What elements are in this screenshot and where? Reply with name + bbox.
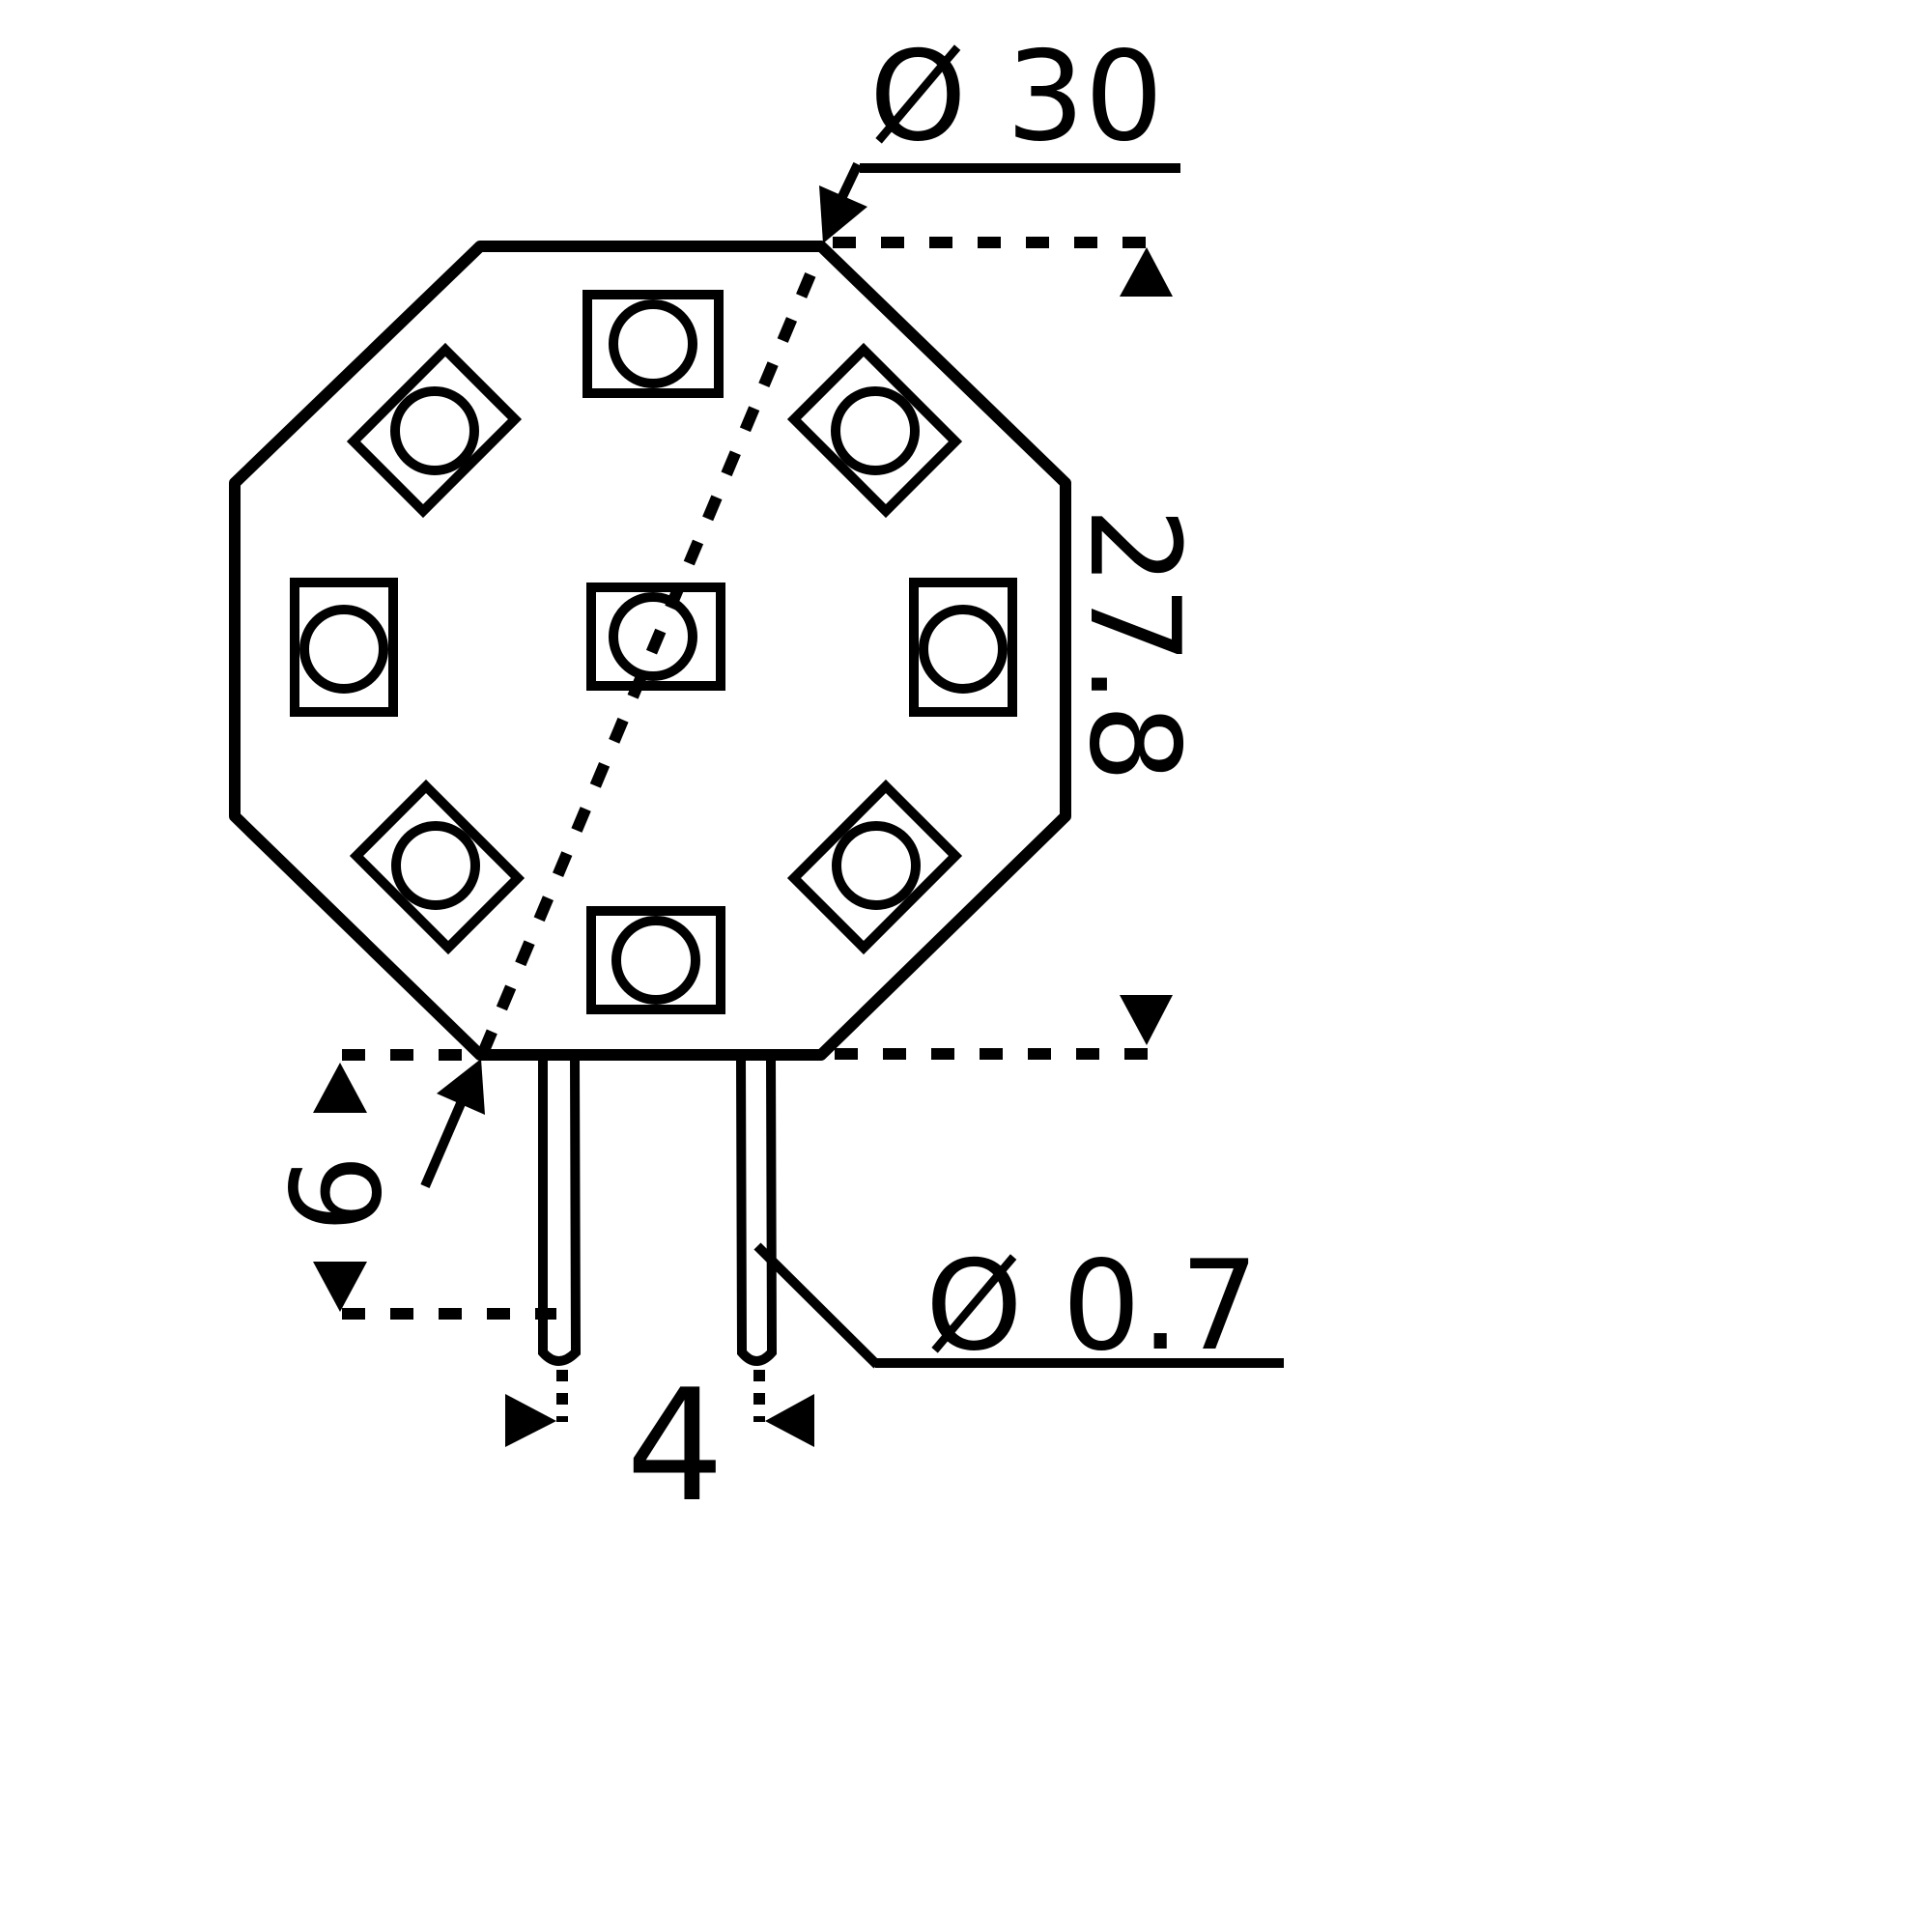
arrowhead-up bbox=[1120, 247, 1173, 297]
outer-diameter-label: Ø 30 bbox=[869, 25, 1163, 169]
octagon-board-outline bbox=[229, 241, 1071, 1061]
arrowhead-down bbox=[1120, 995, 1173, 1045]
led-top-right bbox=[786, 342, 963, 519]
arrowhead-left bbox=[765, 1394, 814, 1447]
leader-line bbox=[753, 1242, 881, 1369]
arrowhead-right bbox=[505, 1394, 556, 1447]
pin-right bbox=[736, 1057, 778, 1366]
leader-line bbox=[420, 1099, 467, 1188]
led-bottom-left bbox=[349, 779, 526, 955]
arrowhead-down bbox=[313, 1262, 367, 1312]
led-right bbox=[909, 578, 1017, 717]
pin-left bbox=[538, 1057, 582, 1366]
diameter-dimension-line bbox=[477, 246, 827, 1056]
arrowhead-up bbox=[313, 1063, 367, 1113]
pin-diameter-label: Ø 0.7 bbox=[925, 1235, 1259, 1378]
led-top bbox=[582, 290, 724, 398]
arrowhead-bottom bbox=[437, 1059, 485, 1115]
led-bottom bbox=[586, 906, 725, 1014]
led-top-left bbox=[346, 342, 523, 519]
leader-line bbox=[834, 161, 863, 208]
led-center bbox=[586, 582, 725, 691]
pin-spacing-label: 4 bbox=[626, 1355, 724, 1536]
led-left bbox=[290, 578, 398, 717]
led-bottom-right bbox=[786, 779, 963, 955]
height-label: 27.8 bbox=[1062, 507, 1206, 782]
arrowhead-top bbox=[819, 185, 867, 243]
pin-length-label: 9 bbox=[260, 1154, 404, 1233]
